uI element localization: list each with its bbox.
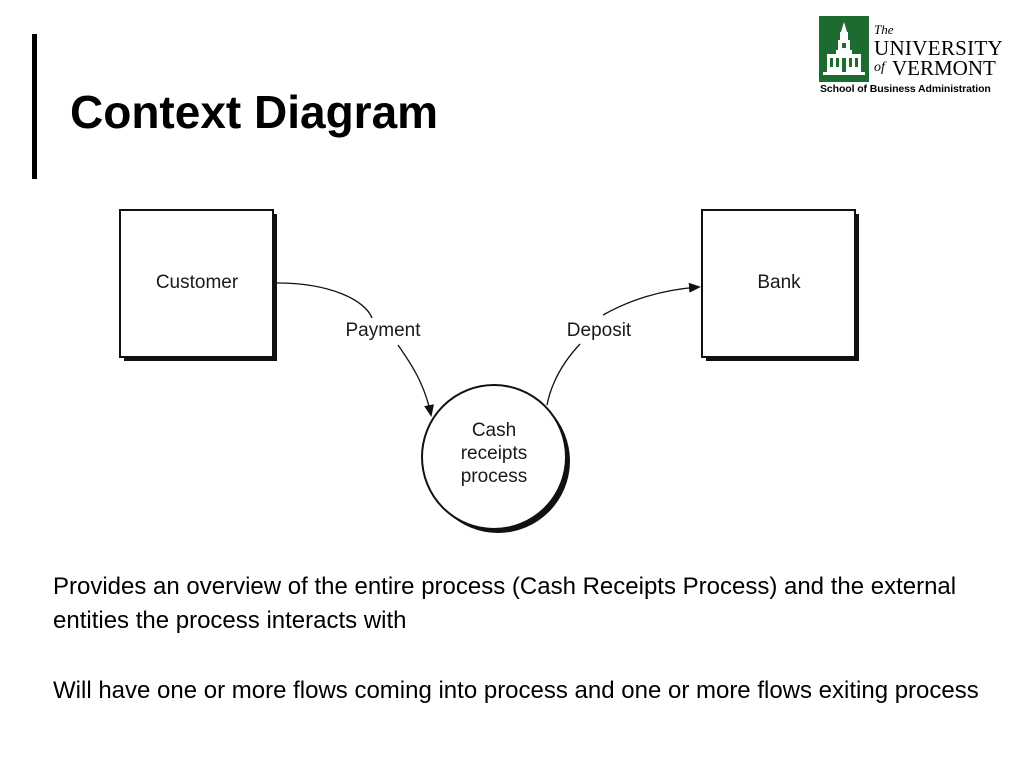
- cash-receipts-process: Cash receipts process: [421, 384, 570, 533]
- flows-paragraph: Will have one or more flows coming into …: [53, 677, 979, 704]
- logo-school-name: School of Business Administration: [820, 83, 991, 95]
- university-logo: The UNIVERSITY of VERMONT School of Busi…: [819, 16, 1003, 100]
- title-accent-bar: [32, 34, 37, 179]
- logo-of: of: [874, 60, 885, 75]
- logo-university: UNIVERSITY: [874, 36, 1003, 60]
- deposit-flow-label: Deposit: [567, 320, 632, 341]
- customer-label: Customer: [156, 272, 239, 293]
- logo-vermont: VERMONT: [892, 56, 996, 80]
- process-label-line-1: Cash: [472, 420, 516, 441]
- logo-the: The: [874, 22, 894, 37]
- customer-entity: Customer: [119, 209, 277, 361]
- slide-title: Context Diagram: [70, 86, 439, 138]
- bank-label: Bank: [757, 272, 801, 293]
- bank-entity: Bank: [701, 209, 859, 361]
- process-label-line-3: process: [461, 466, 528, 487]
- overview-paragraph: Provides an overview of the entire proce…: [53, 573, 957, 634]
- deposit-flow: Deposit: [546, 282, 701, 406]
- context-diagram: Customer Bank Cash receipts process Paym…: [119, 209, 859, 533]
- process-label-line-2: receipts: [461, 443, 528, 464]
- payment-flow: Payment: [276, 282, 434, 417]
- building-tower-icon: [819, 16, 869, 82]
- payment-flow-label: Payment: [346, 320, 422, 341]
